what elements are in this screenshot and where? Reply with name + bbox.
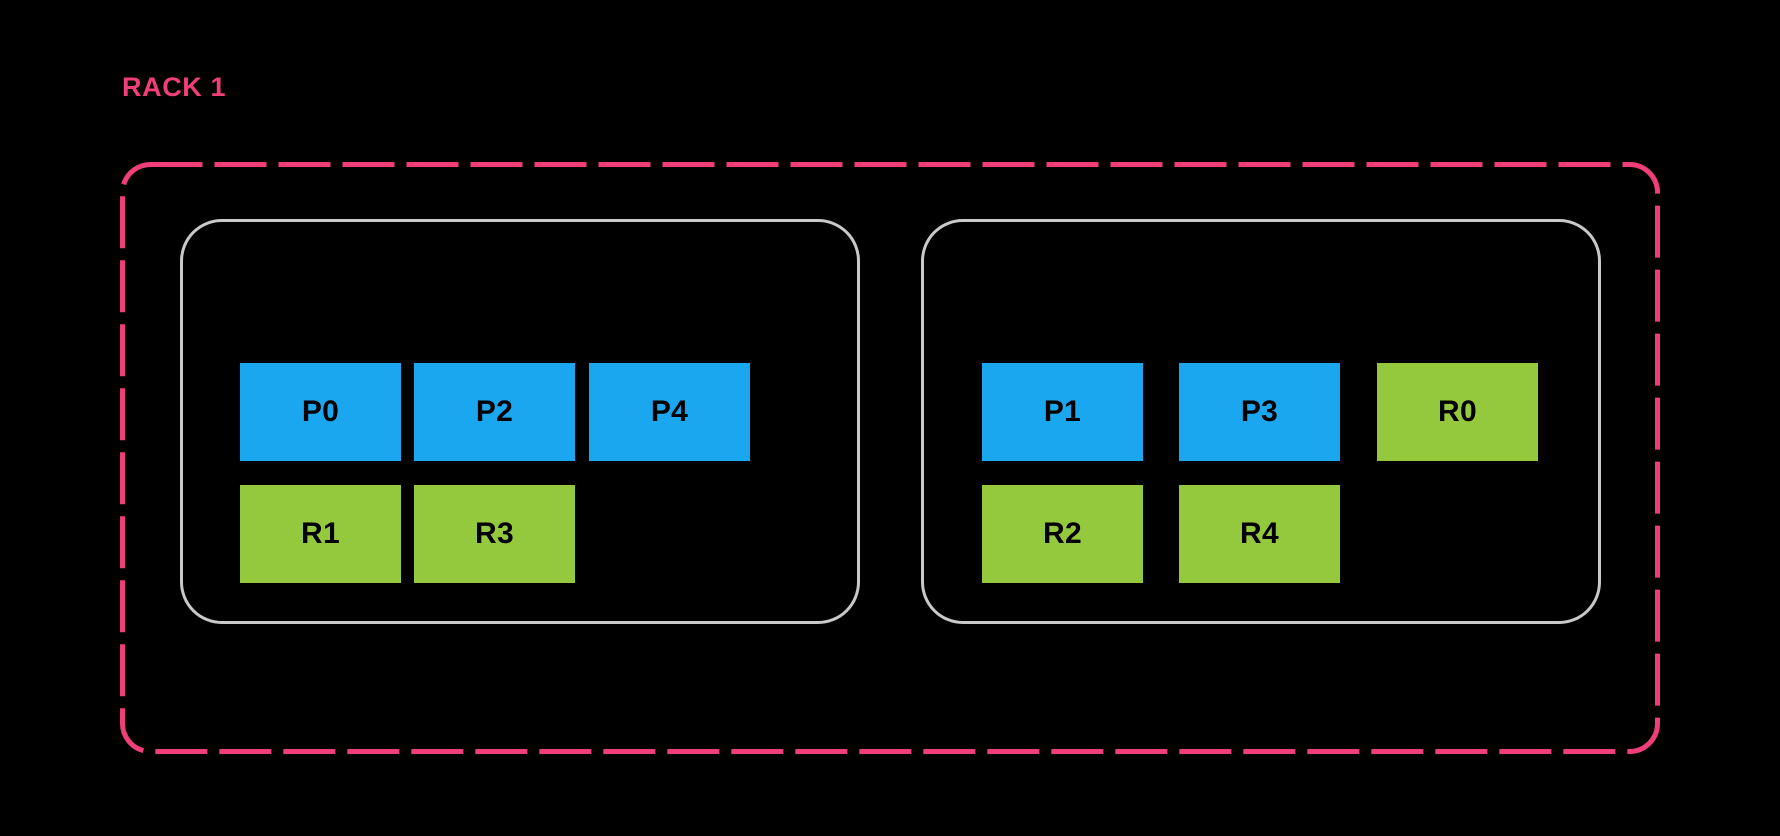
node-r4[interactable]: R4 — [1179, 485, 1340, 583]
node-p0[interactable]: P0 — [240, 363, 401, 461]
node-r0[interactable]: R0 — [1377, 363, 1538, 461]
node-r2[interactable]: R2 — [982, 485, 1143, 583]
node-r1[interactable]: R1 — [240, 485, 401, 583]
node-r3[interactable]: R3 — [414, 485, 575, 583]
node-p3[interactable]: P3 — [1179, 363, 1340, 461]
rack-label: RACK 1 — [122, 72, 227, 102]
node-p1[interactable]: P1 — [982, 363, 1143, 461]
node-p4[interactable]: P4 — [589, 363, 750, 461]
node-p2[interactable]: P2 — [414, 363, 575, 461]
